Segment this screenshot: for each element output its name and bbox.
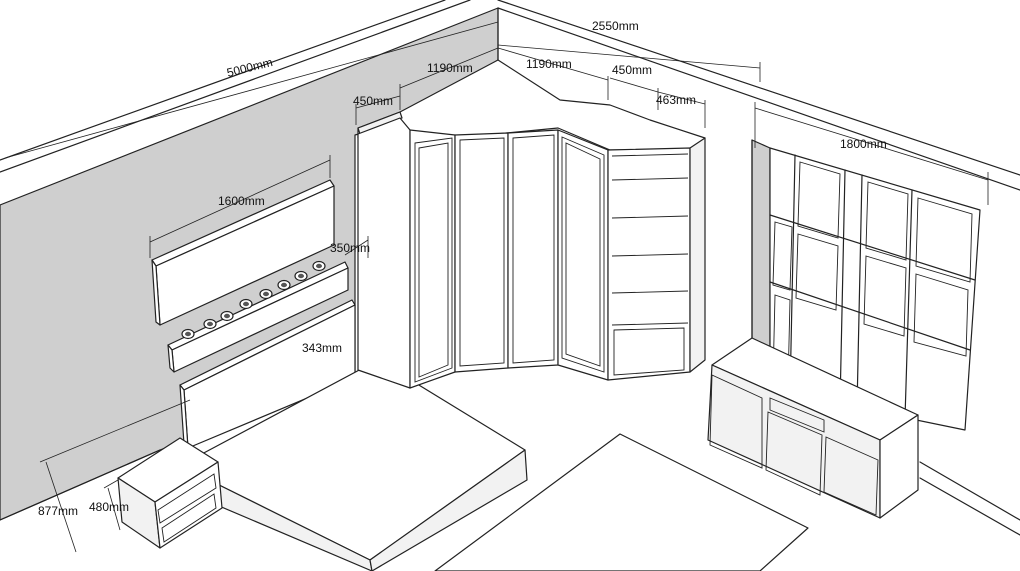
nightstand bbox=[117, 437, 223, 549]
downlight-lens bbox=[298, 273, 304, 279]
rug bbox=[434, 433, 809, 571]
window bbox=[769, 147, 981, 431]
downlight-lens bbox=[281, 282, 287, 288]
room-width-label: 2550mm bbox=[592, 19, 639, 33]
downlight-lens bbox=[263, 291, 269, 297]
wardrobe-depth-label: 450mm bbox=[353, 94, 393, 108]
sideboard bbox=[707, 337, 919, 519]
wardrobe-width-right-label: 1190mm bbox=[526, 57, 572, 71]
downlight-lens bbox=[224, 313, 230, 319]
shelf-depth-label: 350mm bbox=[330, 241, 370, 255]
bed bbox=[199, 359, 528, 571]
shelf-lights bbox=[181, 260, 326, 340]
downlight-lens bbox=[316, 263, 322, 269]
window-width-label: 1800mm bbox=[840, 137, 887, 151]
dimension-lines bbox=[4, 21, 989, 553]
downlight-lens bbox=[185, 331, 191, 337]
downlight-lens bbox=[243, 301, 249, 307]
nightstand-height-label: 480mm bbox=[89, 500, 129, 514]
shelf-unit-width-label: 463mm bbox=[656, 93, 696, 107]
wardrobe-width-left-label: 1190mm bbox=[427, 61, 473, 75]
downlight-lens bbox=[207, 321, 213, 327]
dimension-labels: 5000mm 2550mm 1190mm 450mm 1190mm 450mm … bbox=[38, 19, 887, 518]
panel-width-label: 1600mm bbox=[218, 194, 265, 208]
headboard-height-label: 343mm bbox=[302, 341, 342, 355]
wall-panel bbox=[151, 179, 335, 326]
bed-height-label: 877mm bbox=[38, 504, 78, 518]
corner-wardrobe bbox=[357, 59, 706, 389]
room-length-label: 5000mm bbox=[225, 55, 274, 80]
cabinet-depth-label: 450mm bbox=[612, 63, 652, 77]
